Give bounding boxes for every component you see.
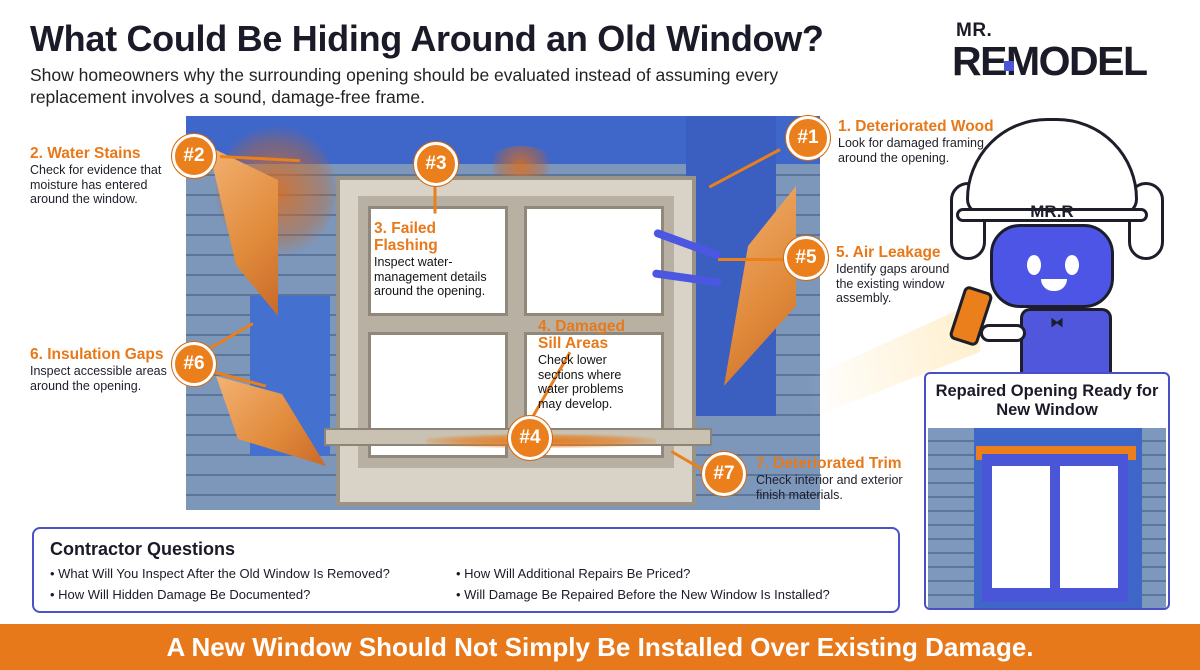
callout-badge-3: #3: [414, 142, 458, 186]
repaired-opening-illustration: [928, 428, 1166, 608]
callout-badge-6: #6: [172, 342, 216, 386]
new-window-pane-left: [992, 466, 1050, 588]
question-item: • What Will You Inspect After the Old Wi…: [50, 566, 390, 581]
robot-inspector-mascot: MR.R ⧓: [940, 112, 1180, 374]
callout-deteriorated-wood: 1. Deteriorated Wood Look for damaged fr…: [838, 118, 1018, 165]
callout-title: 2. Water Stains: [30, 145, 141, 162]
helmet-label: MR.R: [1030, 202, 1074, 221]
callout-badge-7: #7: [702, 452, 746, 496]
robot-eye-left: [1027, 255, 1041, 275]
questions-heading: Contractor Questions: [50, 539, 236, 559]
old-window-illustration: [186, 116, 820, 510]
question-item: • How Will Hidden Damage Be Documented?: [50, 587, 311, 602]
bottom-banner: A New Window Should Not Simply Be Instal…: [0, 624, 1200, 670]
leader-line-3: [433, 183, 437, 214]
leader-line-5: [718, 258, 784, 261]
callout-title: 5. Air Leakage: [836, 244, 941, 261]
logo-house-icon: [1004, 61, 1014, 71]
callout-title: 1. Deteriorated Wood: [838, 118, 994, 135]
callout-description: Inspect water-management details around …: [374, 255, 487, 298]
callout-badge-1: #1: [786, 116, 830, 160]
callout-title: 6. Insulation Gaps: [30, 346, 164, 363]
mr-remodel-logo: MR. REMODEL: [952, 20, 1182, 84]
callout-badge-2: #2: [172, 134, 216, 178]
question-item: • How Will Additional Repairs Be Priced?: [456, 566, 691, 581]
repaired-panel-title: Repaired Opening Ready for New Window: [935, 382, 1159, 419]
page-subtitle: Show homeowners why the surrounding open…: [30, 65, 779, 107]
callout-deteriorated-trim: 7. Deteriorated Trim Check interior and …: [756, 455, 916, 502]
logo-top-text: MR.: [956, 20, 993, 41]
callout-failed-flashing: 3. Failed Flashing Inspect water-managem…: [374, 220, 502, 299]
window-pane-top-left: [368, 206, 508, 316]
callout-damaged-sill: 4. Damaged Sill Areas Check lower sectio…: [538, 318, 630, 411]
logo-brand-text: REMODEL: [952, 38, 1148, 84]
robot-arm: [980, 324, 1026, 342]
page-title: What Could Be Hiding Around an Old Windo…: [30, 18, 824, 59]
callout-title: 4. Damaged Sill Areas: [538, 318, 626, 352]
banner-text: A New Window Should Not Simply Be Instal…: [166, 632, 1034, 662]
hard-hat-brim: [956, 208, 1148, 222]
callout-description: Check for evidence that moisture has ent…: [30, 163, 162, 206]
robot-smile: [1041, 279, 1067, 291]
robot-vest: [1020, 308, 1112, 374]
callout-description: Inspect accessible areas around the open…: [30, 364, 167, 393]
bowtie-icon: ⧓: [1050, 314, 1064, 330]
robot-face: [990, 224, 1114, 308]
callout-insulation-gaps: 6. Insulation Gaps Inspect accessible ar…: [30, 346, 170, 393]
callout-title: 3. Failed Flashing: [374, 220, 438, 254]
window-pane-top-right: [524, 206, 664, 316]
new-window-pane-right: [1060, 466, 1118, 588]
question-item: • Will Damage Be Repaired Before the New…: [456, 587, 830, 602]
callout-description: Check lower sections where water problem…: [538, 353, 624, 411]
callout-badge-4: #4: [508, 416, 552, 460]
contractor-questions-box: Contractor Questions • What Will You Ins…: [32, 527, 900, 613]
robot-eye-right: [1065, 255, 1079, 275]
callout-description: Look for damaged framing around the open…: [838, 136, 984, 165]
callout-badge-5: #5: [784, 236, 828, 280]
callout-description: Identify gaps around the existing window…: [836, 262, 950, 305]
callout-air-leakage: 5. Air Leakage Identify gaps around the …: [836, 244, 960, 306]
callout-title: 7. Deteriorated Trim: [756, 455, 902, 472]
repaired-opening-panel: Repaired Opening Ready for New Window: [924, 372, 1170, 610]
callout-description: Check interior and exterior finish mater…: [756, 473, 903, 502]
callout-water-stains: 2. Water Stains Check for evidence that …: [30, 145, 180, 207]
